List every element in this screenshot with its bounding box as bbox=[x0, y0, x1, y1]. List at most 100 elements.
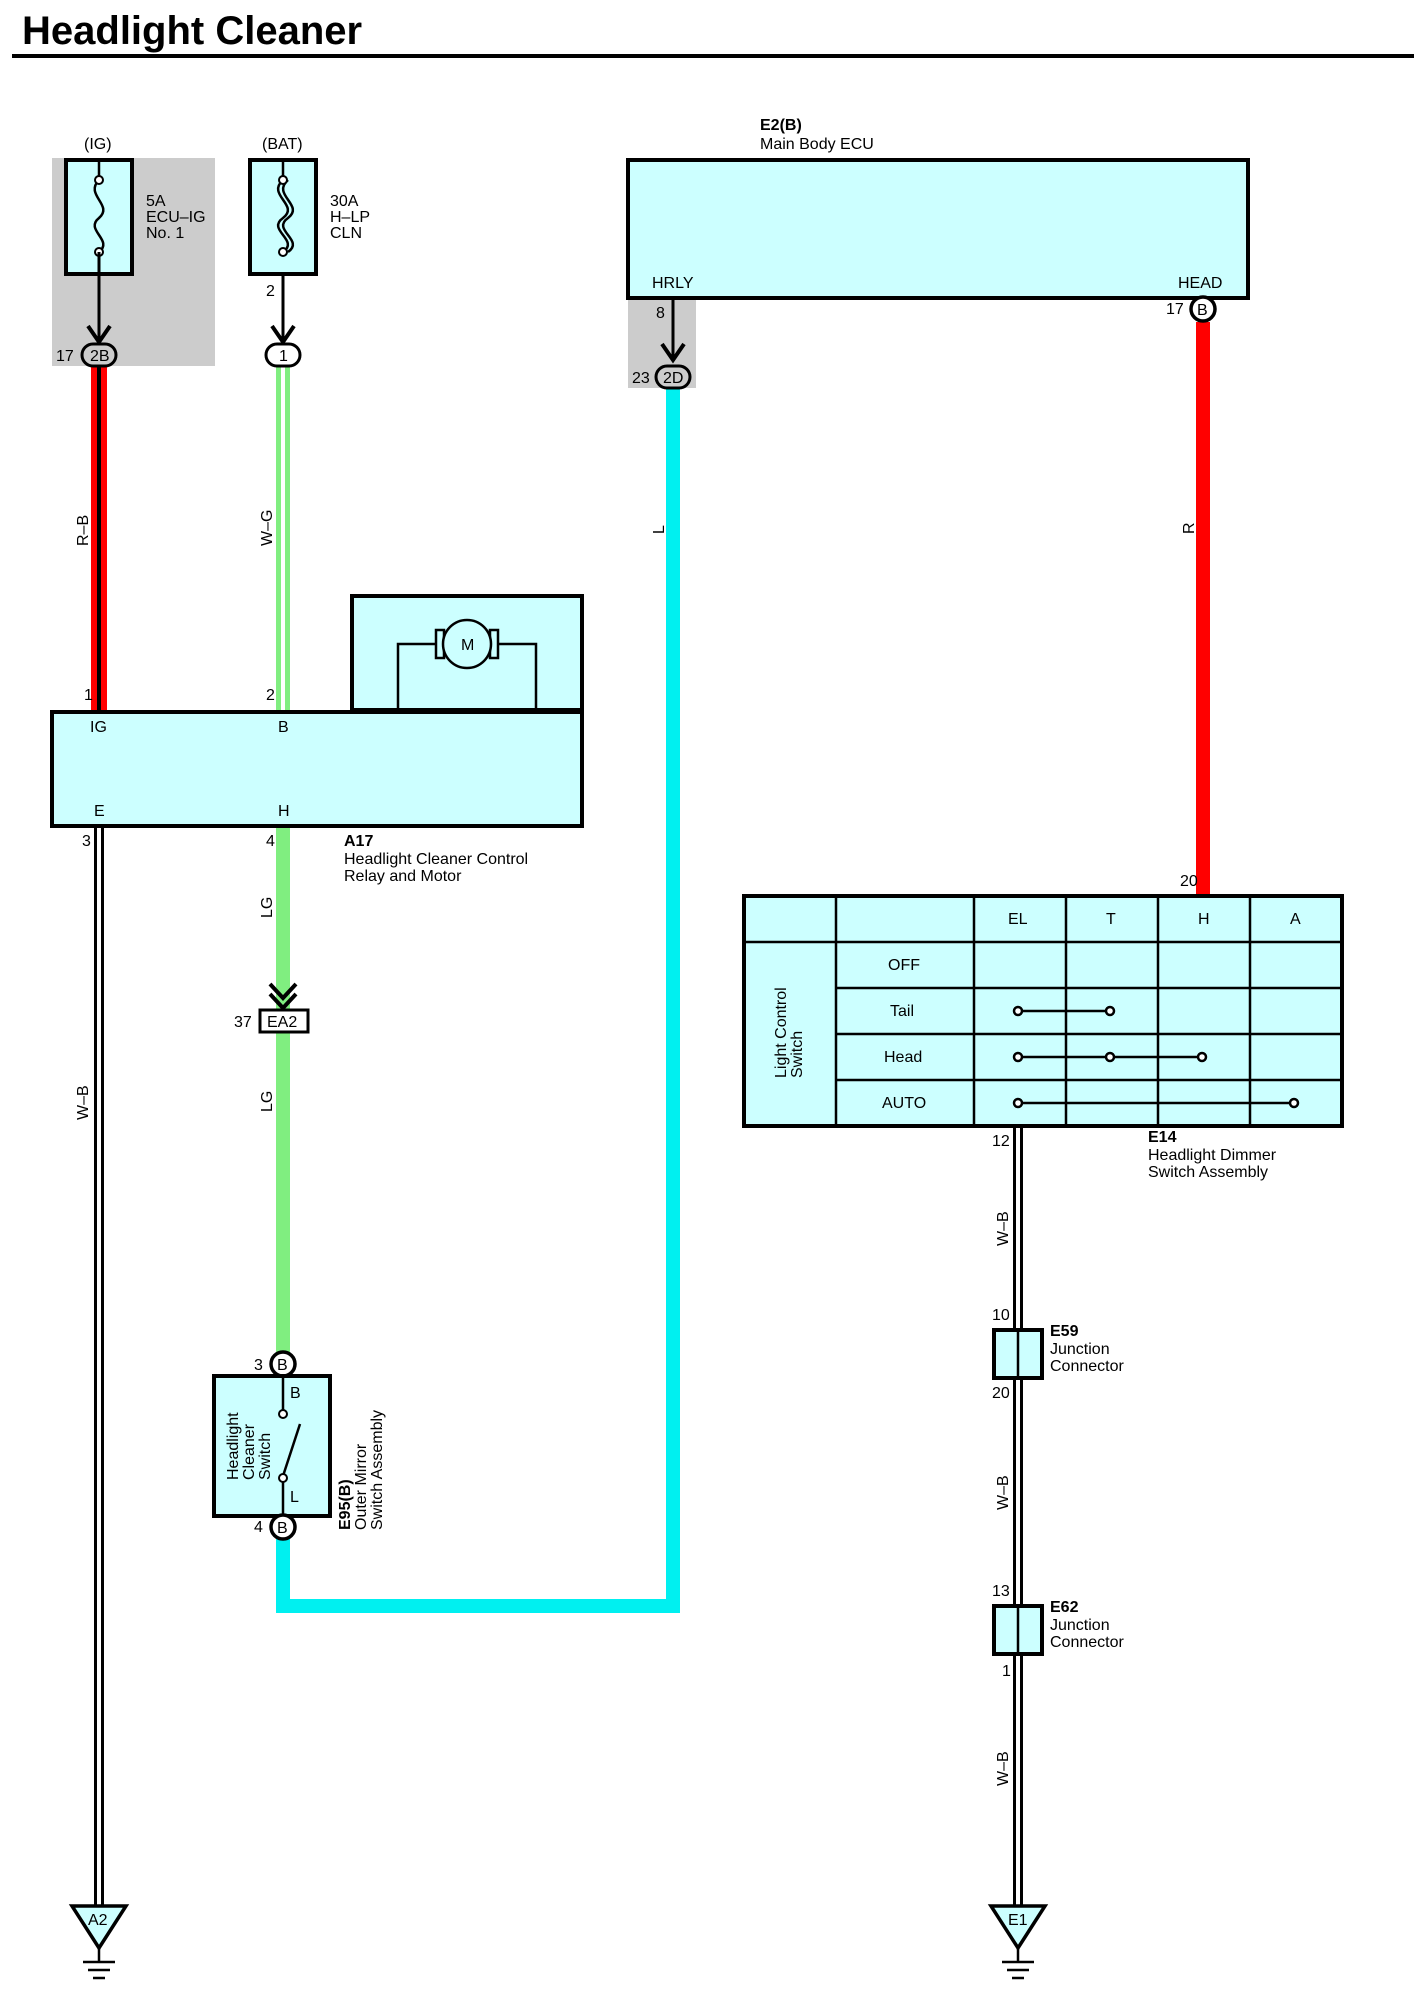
wire-label-wb-3: W–B bbox=[995, 1751, 1012, 1786]
fuse-bat-name-2: CLN bbox=[330, 225, 362, 242]
wire-label-rb: R–B bbox=[75, 515, 92, 546]
dimmer-name-1: Headlight Dimmer bbox=[1148, 1147, 1277, 1164]
relay-pin-h: 4 bbox=[266, 833, 275, 850]
switch-contact-icon bbox=[278, 1376, 302, 1516]
mirror-code: E95(B) bbox=[337, 1479, 354, 1530]
dimmer-header-h: H bbox=[1198, 911, 1210, 928]
fuse-ig-name-1: ECU–IG bbox=[146, 209, 206, 226]
wire-label-wb-left: W–B bbox=[75, 1085, 92, 1120]
wire-label-l: L bbox=[651, 525, 668, 534]
relay-term-b: B bbox=[278, 719, 289, 736]
mirror-inner-label-2: Cleaner bbox=[241, 1423, 258, 1480]
ground-e1-label: E1 bbox=[1008, 1912, 1028, 1929]
ecu-name: Main Body ECU bbox=[760, 136, 874, 153]
fuse-ig-name-2: No. 1 bbox=[146, 225, 184, 242]
dimmer-pin-20: 20 bbox=[1180, 873, 1198, 890]
mirror-label-group: E95(B) Outer Mirror Switch Assembly bbox=[337, 1410, 386, 1530]
connector-1 bbox=[264, 342, 302, 368]
fuse-symbol-icon bbox=[93, 160, 105, 257]
relay-box bbox=[50, 710, 584, 828]
e59-name-1: Junction bbox=[1050, 1341, 1110, 1358]
mirror-pin-4: 4 bbox=[254, 1519, 263, 1536]
relay-term-ig: IG bbox=[90, 719, 107, 736]
fusible-link-icon bbox=[276, 160, 295, 257]
arrow-down-icon bbox=[270, 324, 296, 346]
motor-label: M bbox=[461, 637, 474, 654]
e59-pin-10: 10 bbox=[992, 1307, 1010, 1324]
dimmer-header-el: EL bbox=[1008, 911, 1028, 928]
motor-icon bbox=[396, 618, 538, 710]
mirror-connector-top-label: B bbox=[277, 1357, 288, 1374]
ecu-terminal-hrly: HRLY bbox=[652, 275, 694, 292]
mirror-name-1: Outer Mirror bbox=[353, 1443, 370, 1530]
ecu-connector-b bbox=[1189, 295, 1217, 323]
mirror-connector-bottom-label: B bbox=[277, 1520, 288, 1537]
fuse-bat-pin: 2 bbox=[266, 283, 275, 300]
ecu-terminal-head: HEAD bbox=[1178, 275, 1222, 292]
mirror-inner-label-3: Switch bbox=[257, 1433, 274, 1480]
wire-label-lg-2: LG bbox=[259, 1091, 276, 1112]
dimmer-row-auto: AUTO bbox=[882, 1095, 926, 1112]
relay-pin-ig: 1 bbox=[84, 687, 93, 704]
dimmer-row-head: Head bbox=[884, 1049, 922, 1066]
page-title: Headlight Cleaner bbox=[22, 9, 362, 53]
mirror-inner-label-1: Headlight bbox=[225, 1412, 242, 1480]
dimmer-side-label-2: Switch bbox=[789, 1031, 806, 1078]
wire-label-wb-2: W–B bbox=[995, 1475, 1012, 1510]
ecu-pin-17: 17 bbox=[1166, 301, 1184, 318]
dimmer-row-off: OFF bbox=[888, 957, 920, 974]
relay-pin-e: 3 bbox=[82, 833, 91, 850]
wire-label-lg-1: LG bbox=[259, 897, 276, 918]
relay-name-1: Headlight Cleaner Control bbox=[344, 851, 528, 868]
continuity-head bbox=[1012, 1051, 1208, 1063]
mirror-term-l: L bbox=[290, 1489, 299, 1506]
continuity-auto bbox=[1012, 1097, 1300, 1109]
connector-2b bbox=[80, 342, 118, 368]
relay-name-2: Relay and Motor bbox=[344, 868, 462, 885]
e62-name-1: Junction bbox=[1050, 1617, 1110, 1634]
e59-name-2: Connector bbox=[1050, 1358, 1124, 1375]
e59-code: E59 bbox=[1050, 1323, 1079, 1340]
fuse-bat-supply: (BAT) bbox=[262, 136, 303, 153]
ground-a2 bbox=[68, 1904, 130, 1980]
fuse-ig-rating: 5A bbox=[146, 193, 166, 210]
mirror-inner-label-group: Headlight Cleaner Switch bbox=[225, 1412, 274, 1480]
ecu-box bbox=[626, 158, 1250, 300]
wire-label-r: R bbox=[1181, 522, 1198, 534]
wire-label-wb-1: W–B bbox=[995, 1211, 1012, 1246]
dimmer-code: E14 bbox=[1148, 1129, 1177, 1146]
fuse-bat-name-1: H–LP bbox=[330, 209, 370, 226]
connector-2d-pin: 23 bbox=[632, 370, 650, 387]
e62-name-2: Connector bbox=[1050, 1634, 1124, 1651]
mirror-pin-3: 3 bbox=[254, 1357, 263, 1374]
fuse-bat-rating: 30A bbox=[330, 193, 359, 210]
dimmer-name-2: Switch Assembly bbox=[1148, 1164, 1268, 1181]
continuity-tail bbox=[1012, 1005, 1116, 1017]
connector-2d-label: 2D bbox=[663, 370, 683, 387]
connector-1-label: 1 bbox=[279, 348, 288, 365]
dimmer-row-tail: Tail bbox=[890, 1003, 914, 1020]
dimmer-pin-12: 12 bbox=[992, 1133, 1010, 1150]
fuse-ig-supply: (IG) bbox=[84, 136, 112, 153]
mirror-name-2: Switch Assembly bbox=[369, 1410, 386, 1530]
connector-2d bbox=[654, 364, 692, 390]
relay-pin-b: 2 bbox=[266, 687, 275, 704]
e59-pin-20: 20 bbox=[992, 1385, 1010, 1402]
junction-arrow-icon bbox=[268, 982, 298, 1011]
e62-pin-1: 1 bbox=[1002, 1663, 1011, 1680]
dimmer-side-label-1: Light Control bbox=[773, 987, 790, 1078]
ecu-pin-8: 8 bbox=[656, 305, 665, 322]
junction-ea2-label: EA2 bbox=[267, 1014, 297, 1031]
mirror-connector-bottom bbox=[269, 1513, 297, 1541]
connector-2b-pin: 17 bbox=[56, 348, 74, 365]
mirror-switch-box bbox=[212, 1374, 332, 1518]
e62-code: E62 bbox=[1050, 1599, 1079, 1616]
ecu-code: E2(B) bbox=[760, 117, 802, 134]
ecu-connector-b-label: B bbox=[1197, 302, 1208, 319]
wire-l bbox=[276, 388, 680, 1613]
ground-e1 bbox=[987, 1904, 1049, 1980]
dimmer-header-a: A bbox=[1290, 911, 1301, 928]
relay-term-h: H bbox=[278, 803, 290, 820]
relay-code: A17 bbox=[344, 833, 373, 850]
